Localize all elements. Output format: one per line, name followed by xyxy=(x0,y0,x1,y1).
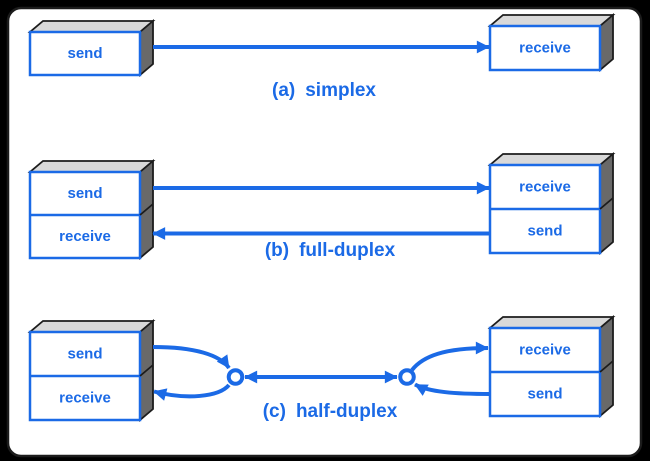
box-top-face xyxy=(27,160,156,173)
box-side-notch xyxy=(139,364,154,377)
box-front-face xyxy=(28,30,142,77)
half-duplex-left-receive-curve xyxy=(153,383,231,401)
half-duplex-left-send-curve xyxy=(152,345,231,370)
caption-half-duplex: (c)half-duplex xyxy=(263,401,398,422)
simplex-sender-box: send xyxy=(27,19,156,77)
box-front-face xyxy=(488,24,602,72)
half-duplex-right-receive-curve xyxy=(410,341,489,372)
full-duplex-right-box: receive send xyxy=(487,152,616,255)
full-duplex-left-box: send receive xyxy=(27,159,156,260)
box-top-face xyxy=(487,14,616,27)
box-label-send: send xyxy=(527,386,562,403)
box-top-face xyxy=(487,153,616,166)
half-duplex-left-junction xyxy=(226,368,245,386)
half-duplex-left-box: send receive xyxy=(27,319,156,422)
section-half-duplex: send receive receive send (c)half-duplex xyxy=(27,315,616,422)
section-full-duplex: send receive receive send (b)full-duplex xyxy=(27,152,616,261)
box-top-face xyxy=(27,320,156,333)
caption-full-duplex: (b)full-duplex xyxy=(265,240,396,261)
section-simplex: send receive (a)simplex xyxy=(27,13,616,101)
box-label-send: send xyxy=(527,223,562,240)
box-label-receive: receive xyxy=(59,228,111,245)
box-label-receive: receive xyxy=(519,40,571,57)
box-side-face xyxy=(599,13,614,72)
box-label-send: send xyxy=(67,45,102,62)
box-label-receive: receive xyxy=(59,390,111,407)
half-duplex-right-send-curve xyxy=(414,382,491,396)
box-top-face xyxy=(27,20,156,33)
caption-simplex: (a)simplex xyxy=(272,80,376,101)
box-side-notch xyxy=(139,203,154,216)
simplex-receiver-box: receive xyxy=(487,13,616,72)
box-side-notch xyxy=(599,197,614,210)
box-label-send: send xyxy=(67,346,102,363)
half-duplex-right-box: receive send xyxy=(487,315,616,418)
box-label-receive: receive xyxy=(519,179,571,196)
box-top-face xyxy=(487,316,616,329)
half-duplex-right-junction xyxy=(398,368,416,386)
box-side-notch xyxy=(599,360,614,373)
box-label-send: send xyxy=(67,185,102,202)
box-label-receive: receive xyxy=(519,342,571,359)
